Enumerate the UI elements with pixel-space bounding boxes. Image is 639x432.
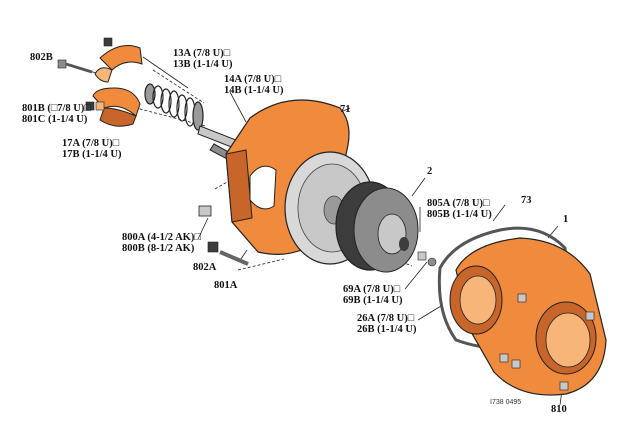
impeller-part xyxy=(335,181,419,273)
label-69A-69B: 69A (7/8 U)□ 69B (1-1/4 U) xyxy=(343,284,403,306)
label-802A: 802A xyxy=(193,262,217,273)
label-14A-14B: 14A (7/8 U)□ 14B (1-1/4 U) xyxy=(224,74,284,96)
label-73: 73 xyxy=(521,195,532,206)
label-810: 810 xyxy=(551,404,567,415)
label-1: 1 xyxy=(563,214,569,225)
label-13A-13B: 13A (7/8 U)□ 13B (1-1/4 U) xyxy=(173,48,233,70)
label-801B-801C: 801B (□7/8 U)□ 801C (1-1/4 U) xyxy=(22,103,91,125)
clamp-part xyxy=(57,37,143,127)
label-800A-800B: 800A (4-1/2 AK)□ 800B (8-1/2 AK) xyxy=(122,232,201,254)
label-801A: 801A xyxy=(214,280,238,291)
label-805A-805B: 805A (7/8 U)□ 805B (1-1/4 U) xyxy=(427,198,492,220)
pump-casing-part xyxy=(449,237,607,396)
label-17A-17B: 17A (7/8 U)□ 17B (1-1/4 U) xyxy=(62,138,122,160)
housing-bolts xyxy=(198,205,249,266)
label-26A-26B: 26A (7/8 U)□ 26B (1-1/4 U) xyxy=(357,313,417,335)
label-71: 71 xyxy=(340,104,351,115)
label-802B: 802B xyxy=(30,52,53,63)
label-2: 2 xyxy=(427,166,433,177)
small-hardware xyxy=(417,251,437,267)
spring-part xyxy=(144,83,204,131)
drawing-reference-number: I738 0495 xyxy=(490,399,522,406)
